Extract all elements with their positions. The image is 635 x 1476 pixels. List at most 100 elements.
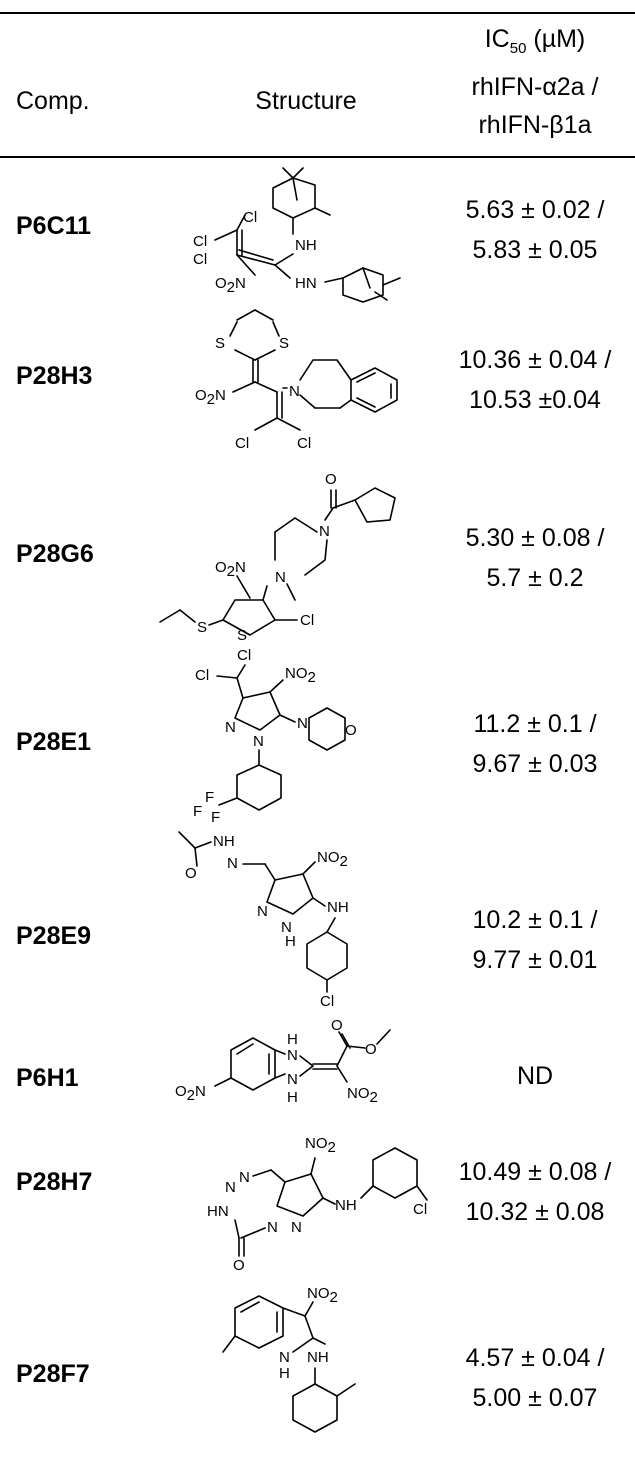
svg-text:NH: NH: [327, 899, 349, 916]
table-row: P6C11 NH Cl Cl Cl O2N HN: [0, 160, 635, 303]
ic50-value: ND: [516, 1062, 554, 1090]
svg-text:N: N: [253, 733, 264, 750]
svg-text:Cl: Cl: [300, 612, 314, 629]
structure-p28f7: N H NO2 NH: [222, 1285, 356, 1433]
svg-text:O: O: [331, 1017, 343, 1034]
svg-text:N: N: [297, 715, 308, 732]
ic50-value: 10.36 ± 0.04 / 10.53 ±0.04: [458, 346, 612, 414]
svg-text:NH: NH: [307, 1349, 329, 1366]
compound-id: P28H7: [16, 1168, 93, 1196]
svg-text:N: N: [319, 523, 330, 540]
svg-text:NH: NH: [295, 237, 317, 254]
compound-id: P28E1: [16, 728, 92, 756]
svg-text:NH: NH: [335, 1197, 357, 1214]
svg-text:Cl: Cl: [320, 993, 334, 1010]
compound-id: P28F7: [16, 1360, 90, 1388]
svg-text:H: H: [287, 1089, 298, 1106]
svg-text:F: F: [211, 809, 220, 826]
svg-text:Cl: Cl: [193, 251, 207, 268]
svg-text:O: O: [365, 1041, 377, 1058]
svg-text:HN: HN: [207, 1203, 229, 1220]
svg-text:O2N: O2N: [195, 387, 226, 408]
ic50-value: 4.57 ± 0.04 / 5.00 ± 0.07: [465, 1344, 605, 1412]
svg-text:NO2: NO2: [307, 1285, 338, 1306]
svg-text:O: O: [325, 471, 337, 488]
table-row: P28H3 S S O2N Cl Cl N: [0, 300, 635, 460]
svg-text:N: N: [257, 903, 268, 920]
svg-text:S: S: [279, 335, 289, 352]
svg-text:H: H: [287, 1031, 298, 1048]
svg-text:F: F: [193, 803, 202, 820]
header-ic50-line2: rhIFN-α2a /: [471, 73, 599, 101]
svg-text:N: N: [225, 719, 236, 736]
svg-text:NO2: NO2: [347, 1085, 378, 1106]
svg-text:NH: NH: [213, 833, 235, 850]
svg-text:O2N: O2N: [215, 559, 246, 580]
header-ic50-line3: rhIFN-β1a: [478, 111, 592, 139]
structure-p28g6: O N N O2N S Cl S: [159, 471, 396, 644]
table-row: P28E9 O NH N NO2 N N H NH Cl 10.2 ± 0.1 …: [0, 820, 635, 1020]
svg-text:N: N: [275, 569, 286, 586]
table-row: P6H1 H N N H O O NO2 O2N: [0, 1017, 635, 1120]
svg-text:Cl: Cl: [297, 435, 311, 452]
header-comp: Comp.: [16, 87, 90, 115]
structure-p28e1: Cl Cl NO2 N N N O F F F: [193, 647, 357, 826]
svg-text:O2N: O2N: [215, 275, 246, 296]
svg-text:N: N: [267, 1219, 278, 1236]
table-row: P28F7 N H NO2 NH 4.57 ± 0.04 / 5.00 ± 0.…: [0, 1280, 635, 1476]
svg-text:NO2: NO2: [305, 1135, 336, 1156]
ic50-value: 5.30 ± 0.08 / 5.7 ± 0.2: [465, 524, 605, 592]
compound-id: P6C11: [16, 212, 92, 240]
svg-text:N: N: [279, 1349, 290, 1366]
svg-text:F: F: [205, 789, 214, 806]
svg-text:N: N: [239, 1169, 250, 1186]
header-ic50-line1: IC50 (µM): [484, 25, 586, 57]
svg-text:N: N: [287, 1047, 298, 1064]
structure-p6h1: H N N H O O NO2 O2N: [175, 1017, 391, 1106]
svg-text:N: N: [281, 919, 292, 936]
svg-text:O: O: [233, 1257, 245, 1274]
svg-text:N: N: [291, 1219, 302, 1236]
header-structure: Structure: [255, 87, 357, 115]
table-row: P28E1 Cl Cl NO2 N N N O F F F 11.2 ± 0.1…: [0, 640, 635, 826]
svg-text:N: N: [227, 855, 238, 872]
ic50-value: 5.63 ± 0.02 / 5.83 ± 0.05: [465, 196, 605, 264]
svg-text:O: O: [185, 865, 197, 882]
svg-text:HN: HN: [295, 275, 317, 292]
svg-text:Cl: Cl: [413, 1201, 427, 1218]
svg-text:O2N: O2N: [175, 1083, 206, 1104]
compound-id: P28H3: [16, 362, 93, 390]
svg-text:H: H: [279, 1365, 290, 1382]
structure-p28h7: N N HN NO2 O N N NH Cl: [207, 1135, 428, 1274]
svg-text:NO2: NO2: [285, 665, 316, 686]
svg-text:Cl: Cl: [243, 209, 257, 226]
svg-text:NO2: NO2: [317, 849, 348, 870]
svg-text:O: O: [345, 722, 357, 739]
svg-text:Cl: Cl: [237, 647, 251, 664]
svg-text:Cl: Cl: [195, 667, 209, 684]
svg-text:N: N: [289, 383, 300, 400]
ic50-value: 11.2 ± 0.1 / 9.67 ± 0.03: [472, 710, 598, 778]
svg-text:S: S: [237, 627, 247, 644]
table-top-rule: [0, 12, 635, 14]
structure-p6c11: NH Cl Cl Cl O2N HN: [193, 167, 401, 303]
svg-text:H: H: [285, 933, 296, 950]
header-ic50: IC50 (µM) rhIFN-α2a / rhIFN-β1a: [440, 20, 630, 144]
compound-id: P6H1: [16, 1064, 79, 1092]
table-row: P28H7 N N HN NO2 O N N NH Cl 10.49 ± 0.0…: [0, 1120, 635, 1280]
svg-text:N: N: [225, 1179, 236, 1196]
svg-text:N: N: [287, 1071, 298, 1088]
table-header-rule: [0, 156, 635, 158]
ic50-value: 10.49 ± 0.08 / 10.32 ± 0.08: [458, 1158, 612, 1226]
svg-text:Cl: Cl: [193, 233, 207, 250]
svg-text:S: S: [197, 619, 207, 636]
compound-id: P28G6: [16, 540, 94, 568]
structure-p28e9: O NH N NO2 N N H NH Cl: [178, 831, 349, 1010]
compound-id: P28E9: [16, 922, 92, 950]
structure-p28h3: S S O2N Cl Cl N: [195, 309, 398, 452]
ic50-value: 10.2 ± 0.1 / 9.77 ± 0.01: [472, 906, 598, 974]
svg-text:Cl: Cl: [235, 435, 249, 452]
table-row: P28G6 O N N O2N S Cl S 5.: [0, 460, 635, 644]
svg-text:S: S: [215, 335, 225, 352]
